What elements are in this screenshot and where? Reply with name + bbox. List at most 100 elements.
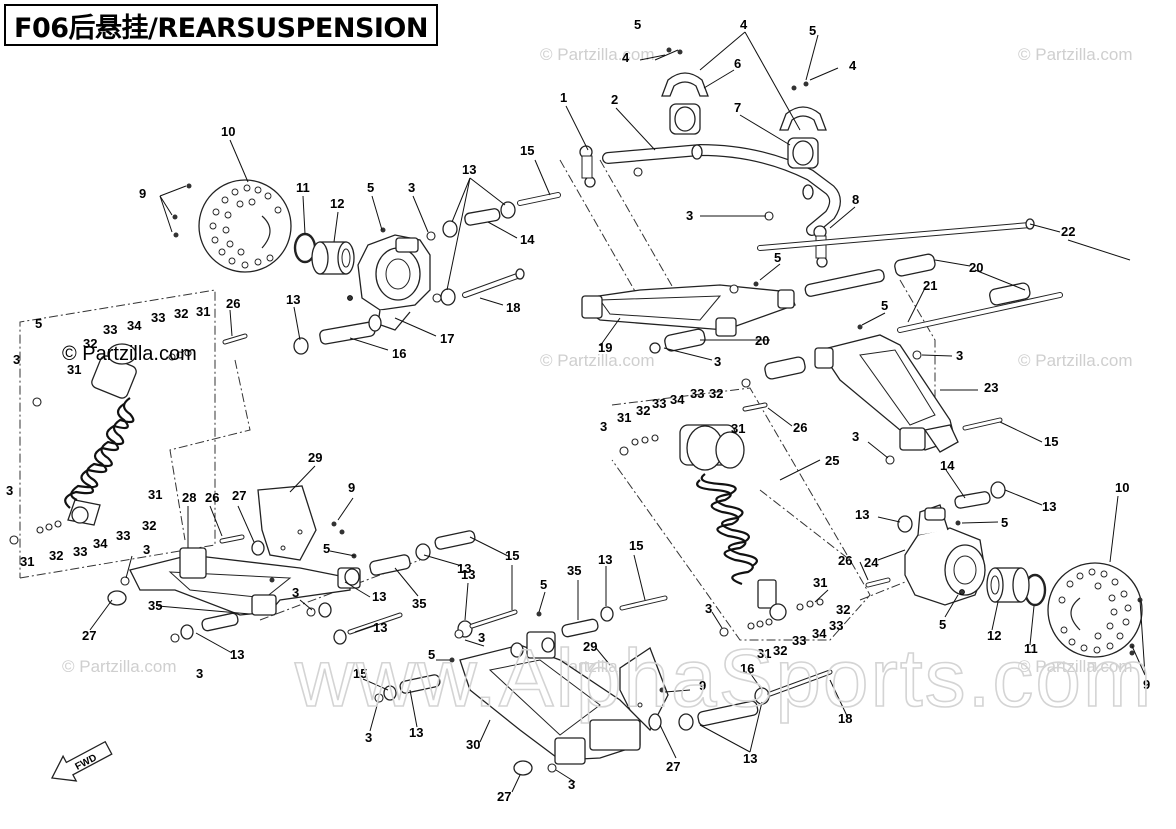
watermark: © Partzilla.com	[62, 657, 177, 676]
skid-plate-right	[619, 647, 669, 732]
callout-5: 5	[881, 298, 888, 313]
upper-a-arm-right	[814, 334, 959, 453]
callout-3: 3	[852, 429, 859, 444]
callout-13: 13	[372, 589, 386, 604]
callout-13: 13	[1042, 499, 1056, 514]
callout-12: 12	[987, 628, 1001, 643]
callout-10: 10	[221, 124, 235, 139]
callout-31: 31	[20, 554, 34, 569]
callout-8: 8	[852, 192, 859, 207]
callout-11: 11	[296, 180, 310, 195]
watermark-large: www.AlphaSports.com	[294, 633, 1153, 724]
callout-3: 3	[196, 666, 203, 681]
callout-32: 32	[709, 386, 723, 401]
watermark: © Partzilla.com	[1018, 45, 1133, 64]
callout-33: 33	[116, 528, 130, 543]
callout-5: 5	[323, 541, 330, 556]
knuckle-left	[347, 234, 431, 331]
brake-disc-right	[1047, 562, 1143, 658]
callout-9: 9	[699, 678, 706, 693]
callout-26: 26	[838, 553, 852, 568]
callout-3: 3	[13, 352, 20, 367]
callout-3: 3	[705, 601, 712, 616]
callout-25: 25	[825, 453, 839, 468]
callout-23: 23	[984, 380, 998, 395]
callout-13: 13	[598, 552, 612, 567]
callout-15: 15	[353, 666, 367, 681]
watermark: © Partzilla.com	[1018, 657, 1133, 676]
callout-35: 35	[148, 598, 162, 613]
callout-4: 4	[740, 17, 748, 32]
callout-3: 3	[568, 777, 575, 792]
fwd-label: FWD	[74, 752, 99, 772]
callout-9: 9	[139, 186, 146, 201]
callout-5: 5	[35, 316, 42, 331]
callout-28: 28	[182, 490, 196, 505]
callout-34: 34	[93, 536, 108, 551]
callout-labels: 1 2 5 4 5 4 6 4 7 8 10 9 11 12 5 3 13 15…	[6, 17, 1150, 804]
callout-3: 3	[143, 542, 150, 557]
callout-20: 20	[755, 333, 769, 348]
leader-lines	[89, 31, 1146, 793]
callout-32: 32	[773, 643, 787, 658]
callout-3: 3	[714, 354, 721, 369]
shock-absorber-right	[679, 424, 787, 621]
fwd-arrow-icon: FWD	[50, 740, 113, 782]
callout-5: 5	[540, 577, 547, 592]
callout-3: 3	[292, 585, 299, 600]
callout-32: 32	[83, 336, 97, 351]
callout-35: 35	[567, 563, 581, 578]
stabilizer-bushing-left	[661, 72, 709, 135]
callout-18: 18	[838, 711, 852, 726]
callout-5: 5	[774, 250, 781, 265]
callout-4: 4	[622, 50, 630, 65]
callout-3: 3	[478, 630, 485, 645]
callout-32: 32	[836, 602, 850, 617]
callout-3: 3	[6, 483, 13, 498]
callout-34: 34	[127, 318, 142, 333]
callout-16: 16	[740, 661, 754, 676]
callout-27: 27	[666, 759, 680, 774]
callout-9: 9	[348, 480, 355, 495]
callout-35: 35	[412, 596, 426, 611]
callout-5: 5	[428, 647, 435, 662]
callout-33: 33	[829, 618, 843, 633]
callout-31: 31	[757, 646, 771, 661]
callout-27: 27	[82, 628, 96, 643]
callout-14: 14	[520, 232, 535, 247]
callout-13: 13	[462, 162, 476, 177]
callout-5: 5	[367, 180, 374, 195]
callout-29: 29	[308, 450, 322, 465]
callout-31: 31	[813, 575, 827, 590]
shock-absorber-left	[64, 343, 137, 526]
callout-26: 26	[793, 420, 807, 435]
upper-a-arm-left	[581, 284, 796, 337]
stabilizer-bar	[579, 143, 841, 268]
callout-5: 5	[809, 23, 816, 38]
lower-a-arm-right	[459, 631, 641, 776]
callout-9: 9	[1143, 677, 1150, 692]
callout-33: 33	[73, 544, 87, 559]
callout-5: 5	[634, 17, 641, 32]
callout-3: 3	[600, 419, 607, 434]
callout-30: 30	[466, 737, 480, 752]
callout-3: 3	[408, 180, 415, 195]
callout-27: 27	[232, 488, 246, 503]
callout-26: 26	[205, 490, 219, 505]
watermark: © Partzilla.com	[540, 351, 655, 370]
skid-plate-left	[257, 485, 317, 561]
callout-12: 12	[330, 196, 344, 211]
callout-19: 19	[598, 340, 612, 355]
callout-24: 24	[864, 555, 879, 570]
watermark: © Partzilla.com	[1018, 351, 1133, 370]
callout-33: 33	[151, 310, 165, 325]
callout-33: 33	[652, 396, 666, 411]
callout-17: 17	[440, 331, 454, 346]
callout-1: 1	[560, 90, 567, 105]
callout-32: 32	[636, 403, 650, 418]
callout-33: 33	[690, 386, 704, 401]
callout-32: 32	[142, 518, 156, 533]
callout-13: 13	[457, 561, 471, 576]
callout-2: 2	[611, 92, 618, 107]
